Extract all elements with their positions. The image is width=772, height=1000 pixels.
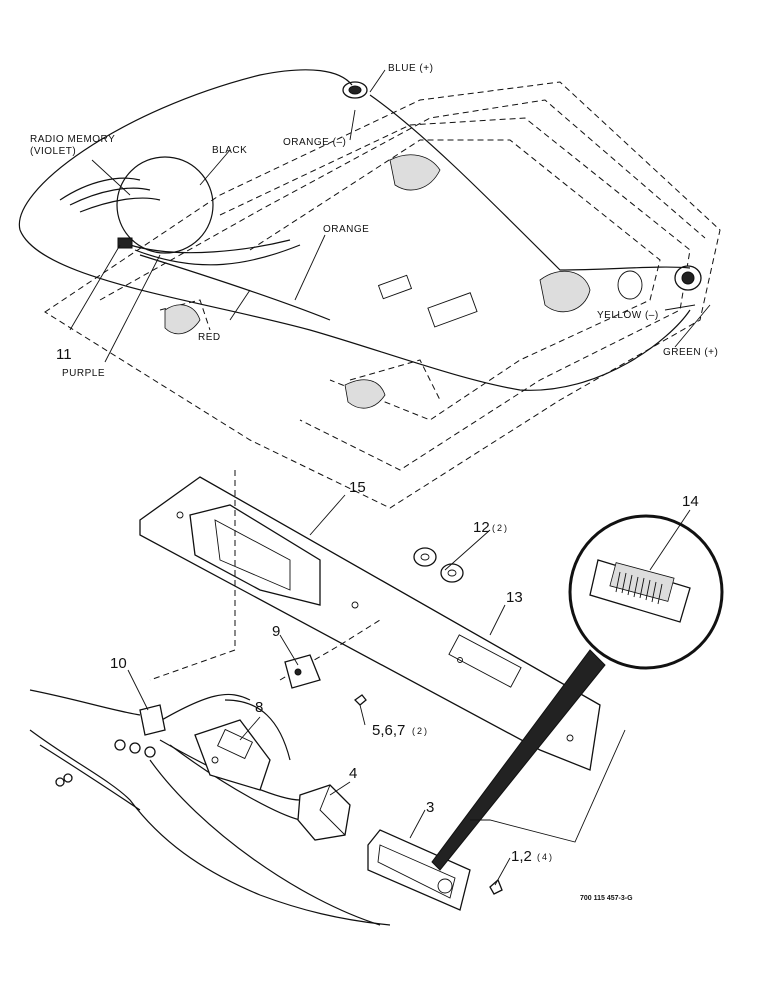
roof-slot bbox=[427, 292, 478, 328]
label-black: BLACK bbox=[212, 145, 247, 156]
cab-roof-outline bbox=[44, 81, 721, 509]
callout-3: 3 bbox=[426, 799, 434, 816]
leader-lines bbox=[69, 69, 711, 886]
callout-10: 10 bbox=[110, 655, 127, 672]
label-orange: ORANGE bbox=[323, 224, 369, 235]
callout-4: 4 bbox=[349, 765, 357, 782]
fasteners bbox=[55, 694, 503, 895]
roof-cutout-upper bbox=[389, 154, 441, 191]
bracket-lines bbox=[470, 729, 626, 843]
speaker-right bbox=[674, 265, 702, 291]
panel-13-slot bbox=[448, 634, 522, 688]
wire-harness bbox=[18, 69, 691, 391]
label-yellow-minus: YELLOW (–) bbox=[597, 310, 659, 321]
label-green-plus: GREEN (+) bbox=[663, 347, 718, 358]
roof-cutout-center bbox=[344, 379, 386, 409]
label-orange-minus: ORANGE (–) bbox=[283, 137, 346, 148]
callout-5-6-7: 5,6,7 bbox=[372, 722, 405, 739]
label-radio-memory: RADIO MEMORY bbox=[30, 134, 115, 145]
roof-cutout-left bbox=[164, 304, 201, 335]
figure-code: 700 115 457-3-G bbox=[580, 895, 633, 902]
harness-detail-circle bbox=[116, 156, 214, 254]
callout-1-2: 1,2 bbox=[511, 848, 532, 865]
speaker-left bbox=[342, 81, 368, 99]
callout-14: 14 bbox=[682, 493, 699, 510]
roof-slot-2 bbox=[377, 274, 413, 300]
callout-8: 8 bbox=[255, 699, 263, 716]
label-purple: PURPLE bbox=[62, 368, 105, 379]
callout-13: 13 bbox=[506, 589, 523, 606]
label-red: RED bbox=[198, 332, 221, 343]
callout-15: 15 bbox=[349, 479, 366, 496]
callout-1-2-qty: (4) bbox=[537, 852, 554, 862]
radio-dial-grille bbox=[615, 571, 663, 605]
label-blue-plus: BLUE (+) bbox=[388, 63, 433, 74]
panel-15 bbox=[139, 476, 601, 771]
callout-11: 11 bbox=[56, 346, 72, 363]
radio-connector-11 bbox=[117, 237, 133, 249]
switch-8 bbox=[194, 719, 271, 791]
radio-bezel-3 bbox=[367, 829, 471, 911]
bracket-9 bbox=[284, 654, 321, 689]
box-4 bbox=[297, 784, 351, 841]
callout-12-qty: (2) bbox=[492, 523, 509, 533]
radio-detail-14 bbox=[431, 514, 724, 871]
roof-cutout-lower bbox=[539, 271, 591, 313]
label-violet: (VIOLET) bbox=[30, 146, 76, 157]
callout-9: 9 bbox=[272, 623, 280, 640]
callout-5-6-7-qty: (2) bbox=[412, 726, 429, 736]
relay-10 bbox=[114, 704, 166, 758]
roof-port bbox=[617, 270, 643, 300]
grommet-12 bbox=[413, 547, 464, 583]
callout-12: 12 bbox=[473, 519, 490, 536]
